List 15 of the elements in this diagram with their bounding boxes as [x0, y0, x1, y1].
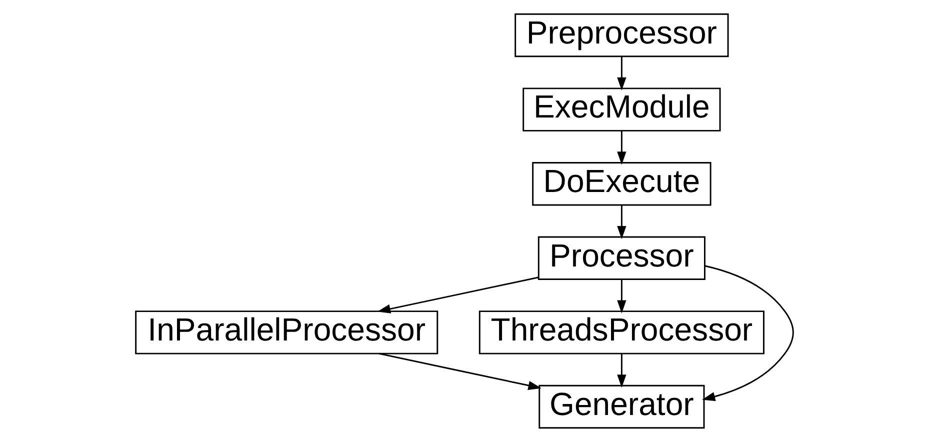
arrow [701, 265, 794, 402]
node-box: InParallelProcessor [134, 310, 438, 354]
node-box: Generator [538, 384, 704, 429]
node-box: Preprocessor [514, 13, 728, 58]
arrow [616, 354, 626, 388]
node-box: ThreadsProcessor [478, 310, 764, 354]
arrow [616, 205, 626, 240]
node-box: ExecModule [522, 88, 720, 132]
arrow [376, 276, 538, 314]
arrow [616, 56, 626, 91]
node-box: Processor [537, 236, 705, 280]
arrow [616, 130, 626, 165]
arrow [616, 280, 626, 314]
arrow [378, 352, 541, 390]
node-box: DoExecute [532, 162, 711, 206]
